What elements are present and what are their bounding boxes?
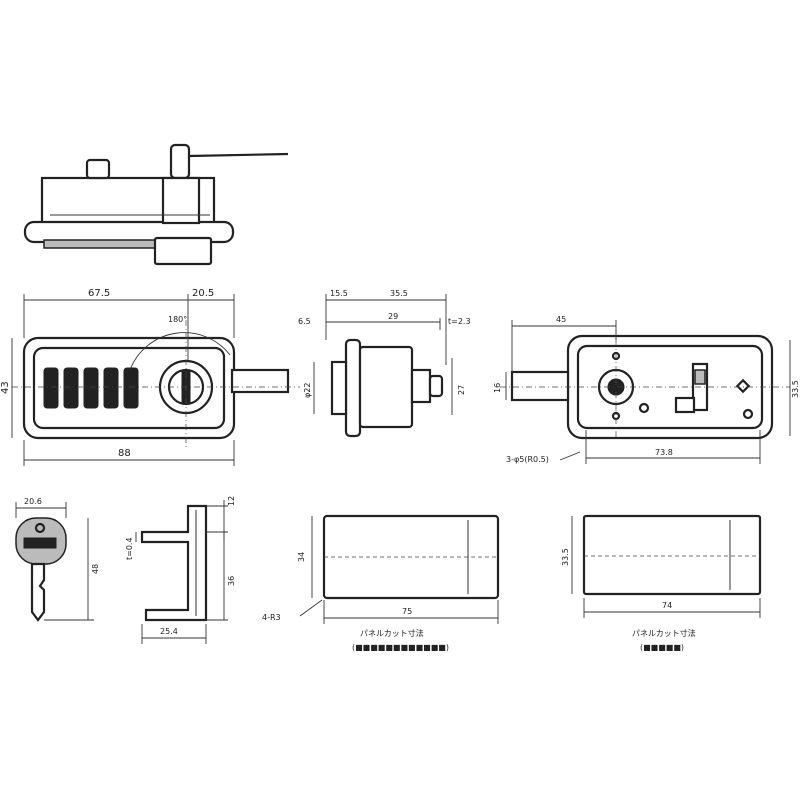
- key-bow-hole: [34, 522, 46, 534]
- dial-1: [43, 367, 59, 409]
- key-tag-band: [23, 537, 57, 549]
- rear-latch-mark: [694, 369, 706, 385]
- rear-rivet: [735, 378, 751, 394]
- dim-36: 36: [227, 576, 236, 586]
- side-body: [358, 345, 414, 429]
- dim-67-5: 67.5: [88, 288, 110, 299]
- cutout-1-sublabel: (■■■■■■■■■■■■): [352, 643, 449, 652]
- bracket-profile: [140, 504, 208, 622]
- rear-cam-bolt: [510, 370, 570, 402]
- dim-34: 34: [297, 552, 306, 562]
- dim-25-4: 25.4: [160, 627, 178, 636]
- dim-phi22: φ22: [303, 383, 312, 398]
- dial-2: [63, 367, 79, 409]
- dial-4: [103, 367, 119, 409]
- panel-cutout-1: 34 75 4-R3 パネルカット寸法 (■■■■■■■■■■■■): [262, 514, 500, 652]
- dim-t0-4: t=0.4: [125, 537, 134, 560]
- dim-hole-spec: 3-φ5(R0.5): [506, 455, 549, 464]
- cylinder-bottom: [153, 236, 213, 266]
- side-front-cap: [330, 360, 348, 416]
- side-section-view: 15.5 35.5 6.5 29 t=2.3 φ22 27: [298, 289, 471, 438]
- dim-15-5: 15.5: [330, 289, 348, 298]
- dim-27: 27: [457, 385, 466, 395]
- side-flange: [344, 338, 362, 438]
- dim-16: 16: [493, 383, 502, 393]
- key-blade: [30, 562, 46, 622]
- dim-6-5: 6.5: [298, 317, 311, 326]
- rear-latch-block: [674, 396, 696, 414]
- dial-3: [83, 367, 99, 409]
- cutout-2-rect: [582, 514, 762, 596]
- screw-hole-3: [638, 402, 650, 414]
- dial-5: [123, 367, 139, 409]
- dim-88: 88: [118, 448, 131, 459]
- rear-view: 45 16 73.8 33.5 3-φ5(R0.5): [493, 315, 800, 464]
- dim-35-5: 35.5: [390, 289, 408, 298]
- cutout-1-label: パネルカット寸法: [360, 628, 424, 638]
- cutout-2-sublabel: (■■■■■): [640, 643, 684, 652]
- side-cam: [428, 374, 444, 398]
- front-plate-inner: [32, 346, 226, 430]
- dim-74: 74: [662, 601, 672, 610]
- cylinder-housing: [161, 176, 201, 225]
- dim-73-8: 73.8: [655, 448, 673, 457]
- front-cam-bolt: [230, 368, 290, 394]
- dim-20-5: 20.5: [192, 288, 214, 299]
- dim-t2-3: t=2.3: [448, 317, 471, 326]
- front-view: 67.5 20.5 180° 88 43: [0, 288, 300, 466]
- dim-75: 75: [402, 607, 412, 616]
- dim-43: 43: [0, 381, 11, 394]
- side-cylinder: [410, 368, 432, 404]
- dim-12: 12: [227, 496, 236, 506]
- top-side-view: [23, 143, 289, 266]
- dim-33-5-right: 33.5: [791, 380, 800, 398]
- dim-48: 48: [91, 564, 100, 574]
- panel-cutout-2: 33.5 74 パネルカット寸法 (■■■■■): [561, 514, 762, 652]
- screw-hole-4: [742, 408, 754, 420]
- dim-29: 29: [388, 312, 398, 321]
- push-button: [85, 158, 111, 180]
- dim-20-6: 20.6: [24, 497, 42, 506]
- dim-180-deg: 180°: [168, 315, 187, 324]
- dim-33-5: 33.5: [561, 548, 570, 566]
- cutout-2-label: パネルカット寸法: [632, 628, 696, 638]
- cam-lever: [188, 152, 289, 158]
- dim-4-r3: 4-R3: [262, 613, 281, 622]
- dim-45: 45: [556, 315, 566, 324]
- key-drawing: 20.6 48: [15, 497, 100, 622]
- bracket-drawing: 12 36 t=0.4 25.4: [125, 496, 236, 644]
- cam-shaft: [169, 143, 191, 180]
